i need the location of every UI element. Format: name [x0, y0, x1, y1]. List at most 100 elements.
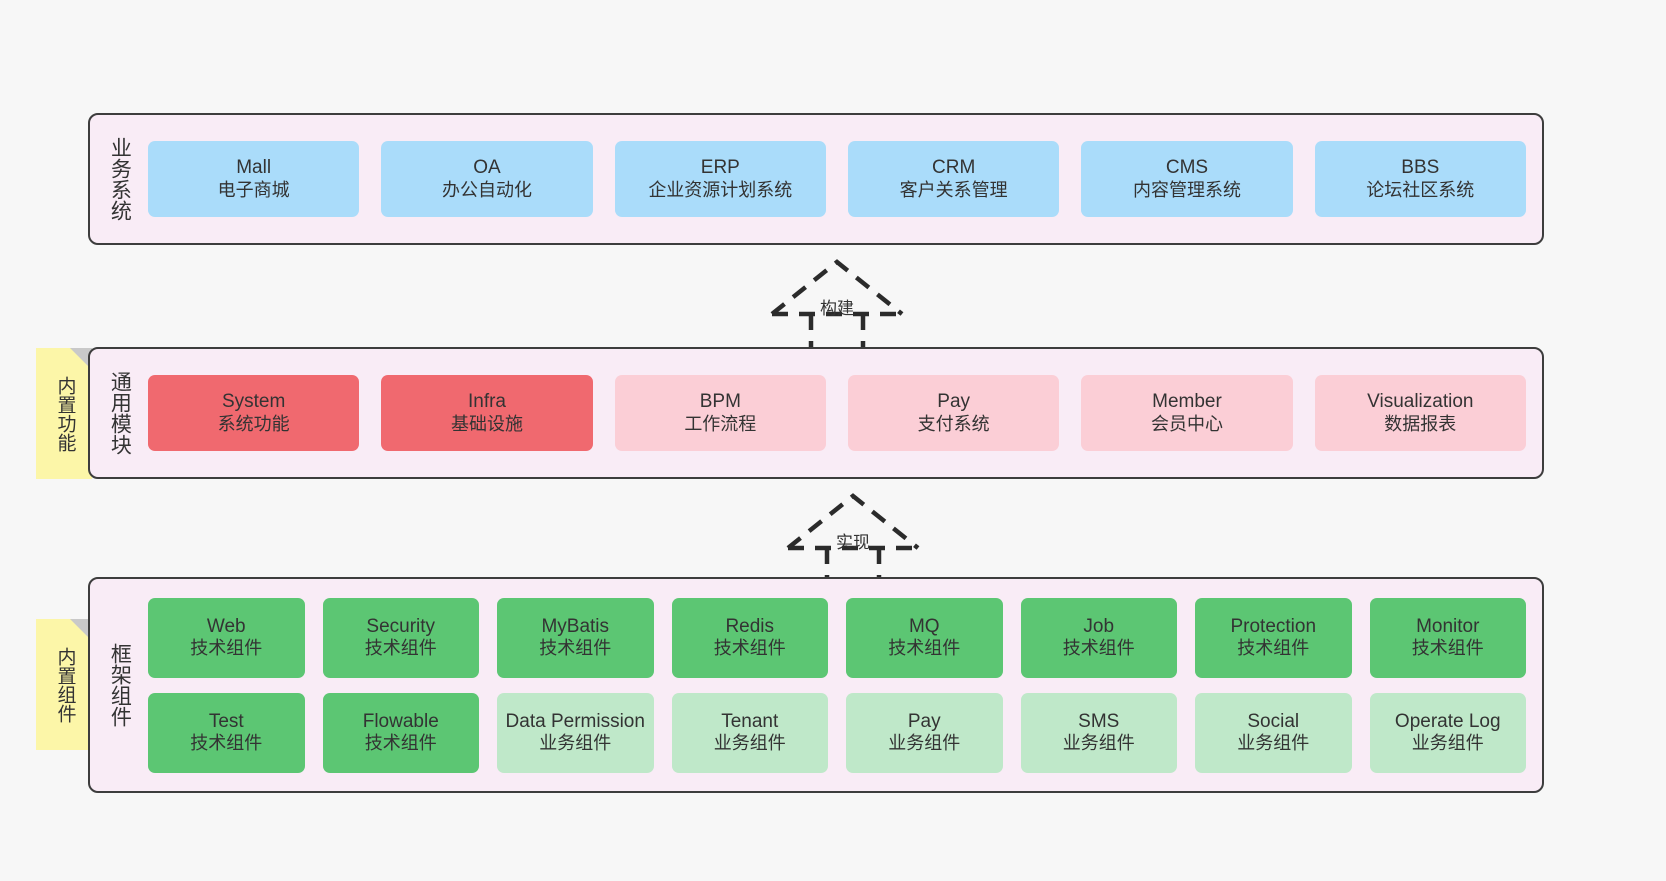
card-title-en: Pay [937, 391, 971, 413]
card-title-cn: 工作流程 [684, 413, 757, 434]
card-job[interactable]: Job 技术组件 [1020, 597, 1177, 678]
card-title-en: OA [473, 157, 501, 179]
card-crm[interactable]: CRM 客户关系管理 [847, 141, 1060, 217]
sticky-note-label: 内置组件 [54, 646, 76, 723]
card-system[interactable]: System 系统功能 [148, 375, 360, 451]
card-social[interactable]: Social 业务组件 [1195, 692, 1352, 773]
sticky-note-builtin-component: 内置组件 [36, 619, 92, 750]
card-title-cn: 技术组件 [1062, 638, 1135, 659]
card-title-cn: 业务组件 [539, 733, 612, 754]
generalization-arrow-build: 构建 [762, 258, 912, 354]
card-title-en: Visualization [1367, 391, 1474, 413]
card-title-cn: 企业资源计划系统 [648, 179, 793, 200]
card-title-en: ERP [700, 157, 740, 179]
card-title-en: Pay [907, 710, 941, 732]
card-title-en: Test [208, 710, 244, 732]
card-title-cn: 技术组件 [888, 638, 961, 659]
card-protection[interactable]: Protection 技术组件 [1195, 597, 1352, 678]
card-row: System 系统功能 Infra 基础设施 BPM 工作流程 Pay 支付系统… [148, 375, 1526, 451]
card-operate-log[interactable]: Operate Log 业务组件 [1369, 692, 1526, 773]
card-title-en: MyBatis [541, 615, 610, 637]
layer-common-modules: 通用模块 System 系统功能 Infra 基础设施 BPM 工作流程 Pay… [88, 347, 1544, 479]
card-title-en: Job [1083, 615, 1115, 637]
card-erp[interactable]: ERP 企业资源计划系统 [614, 141, 826, 217]
layer-business-systems: 业务系统 Mall 电子商城 OA 办公自动化 ERP 企业资源计划系统 CRM… [88, 113, 1544, 245]
layer-body-common-modules: System 系统功能 Infra 基础设施 BPM 工作流程 Pay 支付系统… [140, 349, 1542, 477]
card-title-cn: 系统功能 [217, 413, 290, 434]
card-data-permission[interactable]: Data Permission 业务组件 [497, 692, 654, 773]
sticky-note-label: 内置功能 [54, 375, 76, 452]
card-title-cn: 业务组件 [713, 733, 786, 754]
card-cms[interactable]: CMS 内容管理系统 [1081, 141, 1293, 217]
card-title-cn: 会员中心 [1150, 413, 1223, 434]
card-title-cn: 内容管理系统 [1132, 179, 1241, 200]
card-title-cn: 客户关系管理 [899, 179, 1008, 200]
card-title-en: Member [1152, 391, 1222, 413]
card-bpm[interactable]: BPM 工作流程 [614, 375, 826, 451]
card-title-en: CRM [932, 157, 976, 179]
card-title-en: Tenant [721, 710, 779, 732]
card-title-cn: 业务组件 [888, 733, 961, 754]
card-monitor[interactable]: Monitor 技术组件 [1369, 597, 1526, 678]
folded-corner-icon [70, 348, 92, 370]
card-title-en: System [221, 391, 286, 413]
card-mall[interactable]: Mall 电子商城 [148, 141, 360, 217]
card-title-en: Protection [1230, 615, 1317, 637]
card-title-cn: 论坛社区系统 [1366, 179, 1475, 200]
card-title-cn: 技术组件 [190, 638, 263, 659]
card-title-en: Redis [725, 615, 775, 637]
card-bbs[interactable]: BBS 论坛社区系统 [1314, 141, 1526, 217]
card-title-en: Mall [236, 157, 272, 179]
card-security[interactable]: Security 技术组件 [322, 597, 479, 678]
arrow-label-build: 构建 [820, 299, 854, 318]
card-title-cn: 技术组件 [1237, 638, 1310, 659]
card-infra[interactable]: Infra 基础设施 [381, 375, 593, 451]
card-title-en: BPM [699, 391, 741, 413]
card-title-en: Monitor [1416, 615, 1480, 637]
card-title-en: CMS [1165, 157, 1209, 179]
card-mq[interactable]: MQ 技术组件 [846, 597, 1003, 678]
card-web[interactable]: Web 技术组件 [148, 597, 305, 678]
card-mybatis[interactable]: MyBatis 技术组件 [497, 597, 654, 678]
card-title-cn: 数据报表 [1384, 413, 1457, 434]
card-sms[interactable]: SMS 业务组件 [1020, 692, 1177, 773]
card-redis[interactable]: Redis 技术组件 [671, 597, 828, 678]
layer-title-common-modules: 通用模块 [108, 371, 132, 455]
layer-body-business-systems: Mall 电子商城 OA 办公自动化 ERP 企业资源计划系统 CRM 客户关系… [140, 115, 1542, 243]
layer-title-business-systems: 业务系统 [108, 137, 132, 221]
card-title-en: Social [1247, 710, 1300, 732]
card-title-en: Security [366, 615, 436, 637]
sticky-note-builtin-function: 内置功能 [36, 348, 92, 479]
card-title-en: SMS [1078, 710, 1120, 732]
card-pay[interactable]: Pay 支付系统 [847, 375, 1060, 451]
card-title-en: Data Permission [505, 710, 645, 732]
card-title-en: Infra [467, 391, 506, 413]
card-tenant[interactable]: Tenant 业务组件 [671, 692, 828, 773]
card-title-en: Web [206, 615, 246, 637]
card-test[interactable]: Test 技术组件 [148, 692, 305, 773]
layer-title-framework-components: 框架组件 [108, 643, 132, 727]
card-title-cn: 业务组件 [1237, 733, 1310, 754]
card-title-cn: 技术组件 [190, 733, 263, 754]
card-flowable[interactable]: Flowable 技术组件 [322, 692, 479, 773]
card-title-en: MQ [908, 615, 940, 637]
card-row: Test 技术组件 Flowable 技术组件 Data Permission … [148, 692, 1526, 773]
card-visualization[interactable]: Visualization 数据报表 [1314, 375, 1526, 451]
generalization-arrow-implement: 实现 [778, 492, 928, 588]
card-row: Web 技术组件 Security 技术组件 MyBatis 技术组件 Redi… [148, 597, 1526, 678]
card-title-cn: 业务组件 [1062, 733, 1135, 754]
card-title-cn: 技术组件 [364, 733, 437, 754]
card-title-cn: 电子商城 [217, 179, 290, 200]
card-title-en: Flowable [362, 710, 439, 732]
card-title-cn: 技术组件 [713, 638, 786, 659]
folded-corner-icon [70, 619, 92, 641]
layer-framework-components: 框架组件 Web 技术组件 Security 技术组件 MyBatis 技术组件… [88, 577, 1544, 793]
card-title-cn: 技术组件 [364, 638, 437, 659]
card-member[interactable]: Member 会员中心 [1081, 375, 1293, 451]
card-title-cn: 技术组件 [539, 638, 612, 659]
card-title-en: Operate Log [1394, 710, 1501, 732]
card-oa[interactable]: OA 办公自动化 [381, 141, 593, 217]
layer-body-framework-components: Web 技术组件 Security 技术组件 MyBatis 技术组件 Redi… [140, 579, 1542, 791]
card-pay-business[interactable]: Pay 业务组件 [846, 692, 1003, 773]
